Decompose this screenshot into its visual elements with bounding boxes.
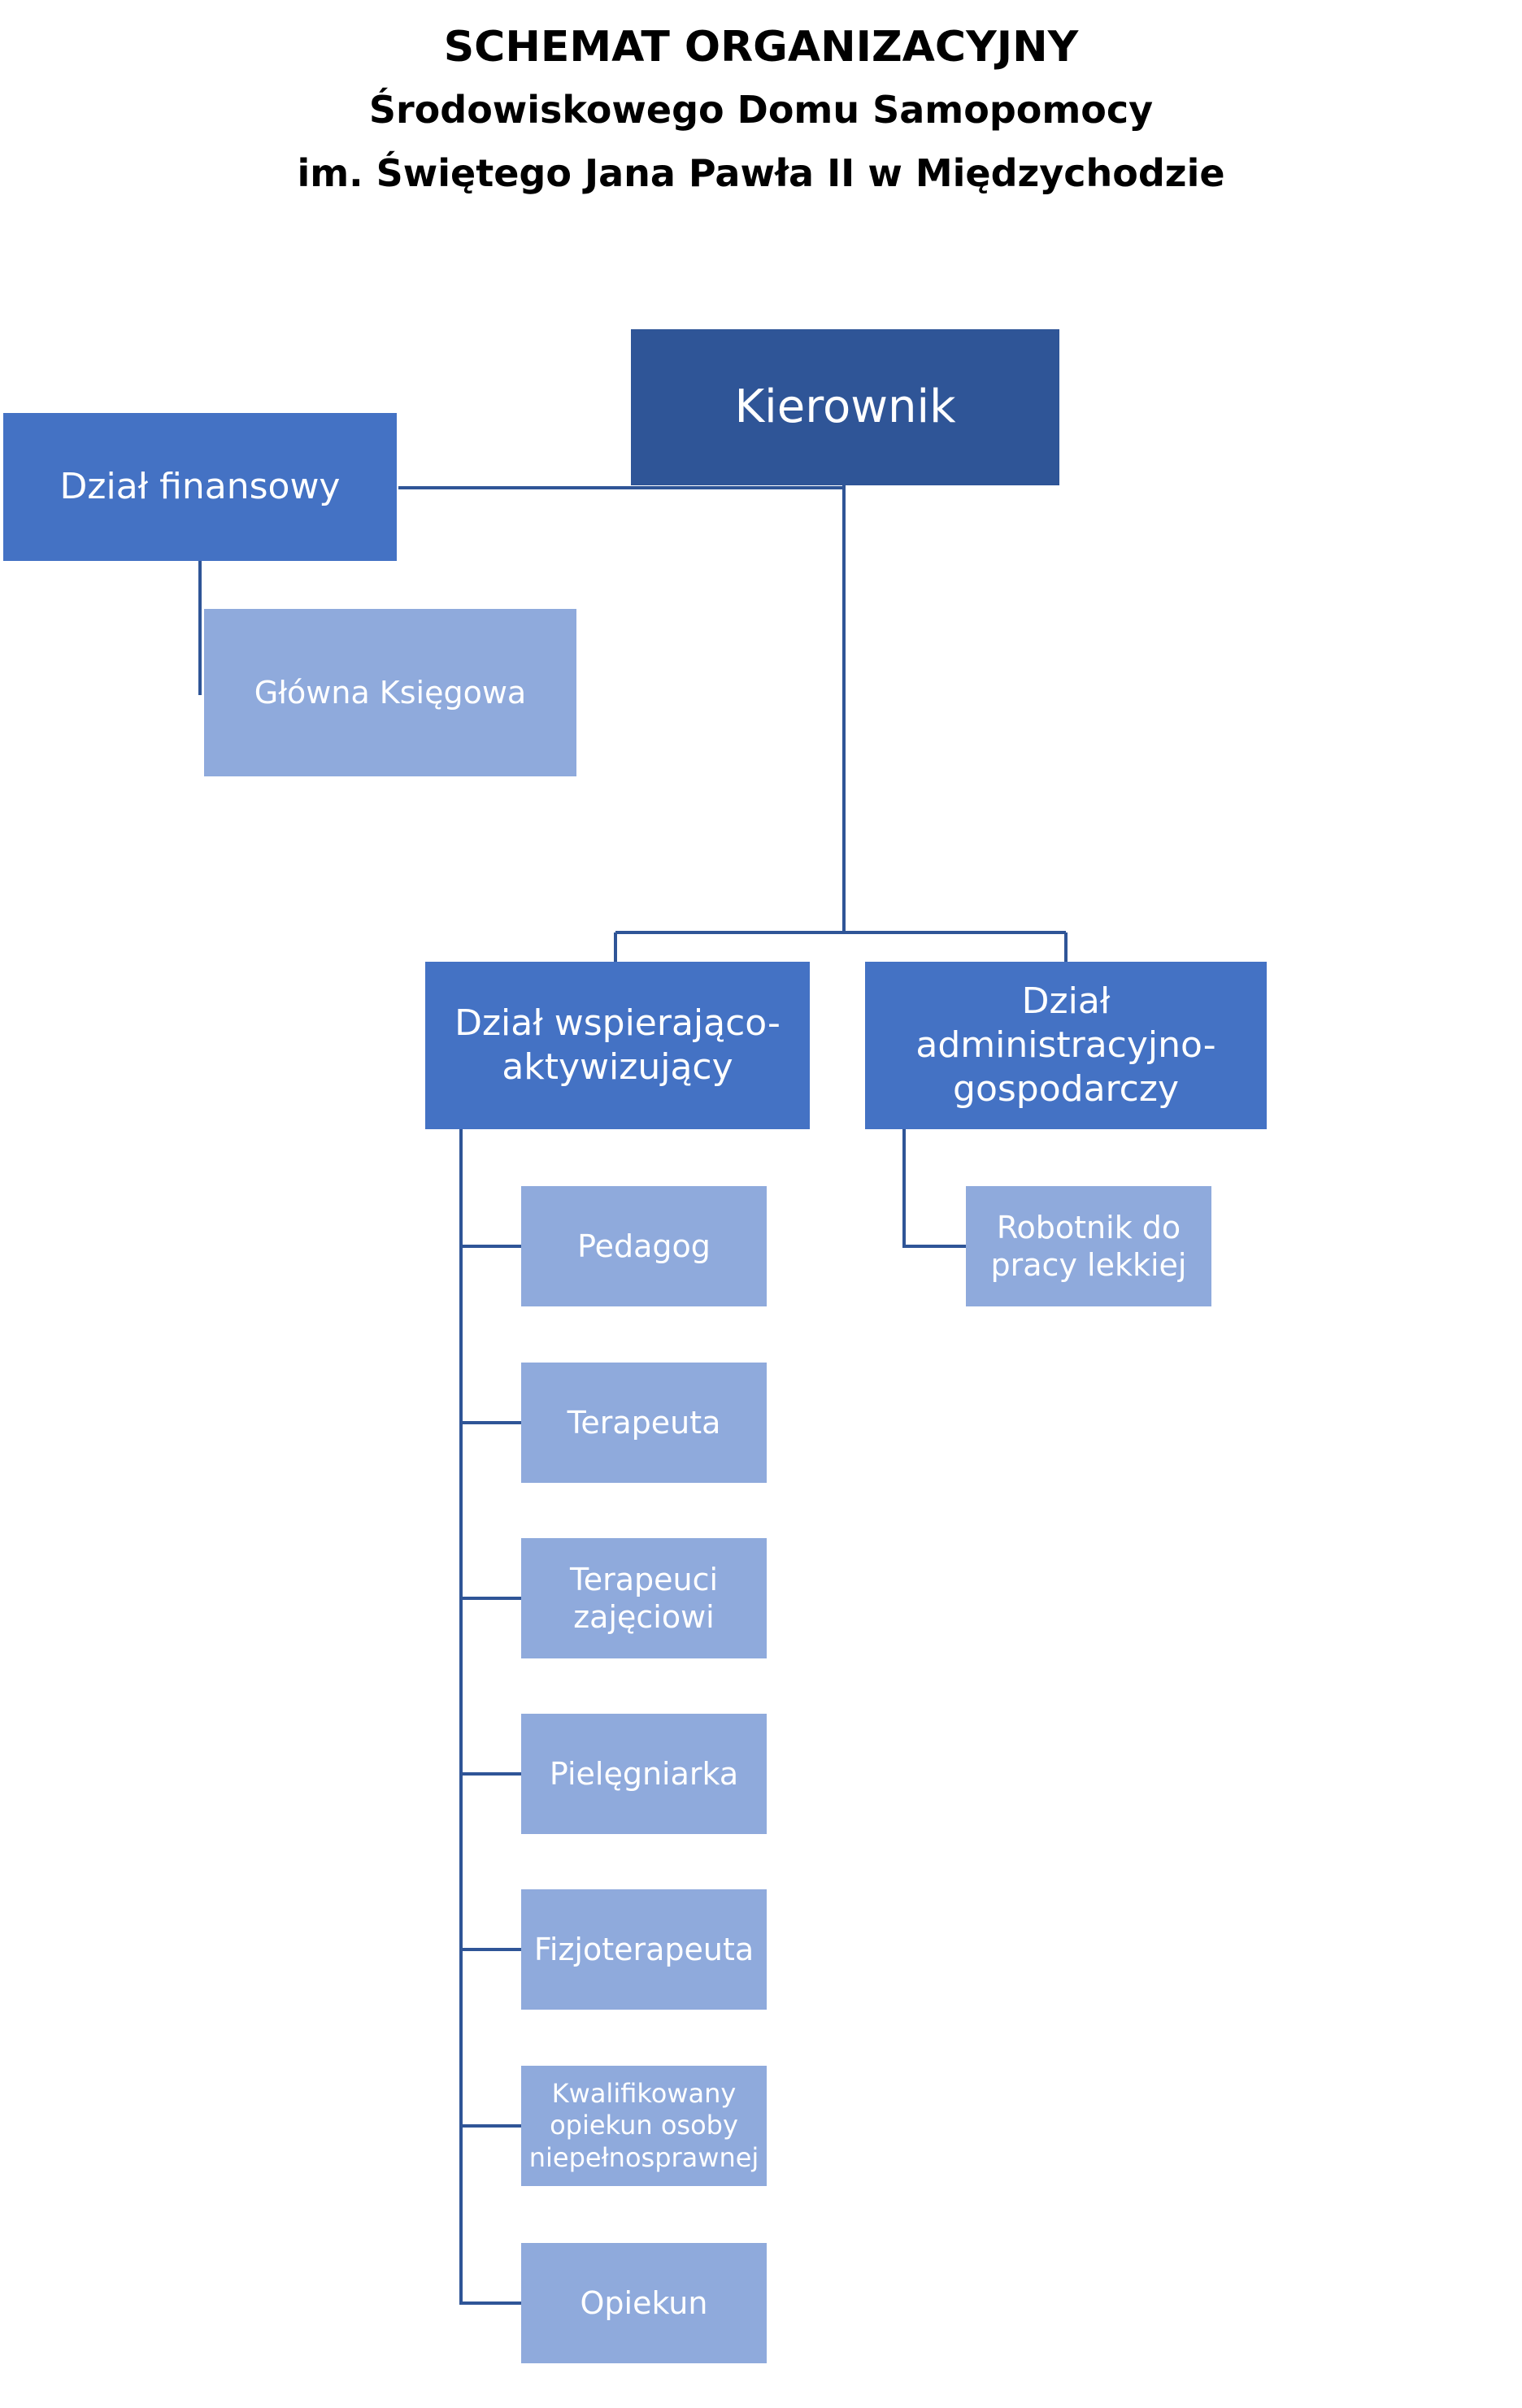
box-dzial-administracyjno-gospodarczy-label: Dział administracyjno-gospodarczy [915,980,1216,1110]
box-dzial-finansowy-label: Dział finansowy [59,466,341,508]
box-glowna-ksiegowa-label: Główna Księgowa [254,674,527,711]
box-kwalifikowany-opiekun-label: Kwalifikowany opiekun osoby niepełnospra… [528,2078,759,2173]
box-pedagog-label: Pedagog [577,1228,711,1264]
box-opiekun-label: Opiekun [580,2284,708,2321]
box-opiekun: Opiekun [521,2243,767,2363]
connector-support-spine [459,1129,521,2305]
box-dzial-finansowy: Dział finansowy [3,413,397,561]
box-glowna-ksiegowa: Główna Księgowa [204,609,576,776]
box-terapeuta-label: Terapeuta [567,1404,721,1441]
box-terapeuci-zajeciowi: Terapeuci zajęciowi [521,1538,767,1658]
box-pielegniarka: Pielęgniarka [521,1714,767,1834]
connector-admin-to-worker [902,1129,966,1248]
box-pedagog: Pedagog [521,1186,767,1306]
box-dzial-wspierajaco-aktywizujacy-label: Dział wspierająco-aktywizujący [454,1002,781,1088]
box-terapeuta: Terapeuta [521,1363,767,1483]
box-kierownik: Kierownik [631,329,1059,485]
chart-title: SCHEMAT ORGANIZACYJNY [443,23,1079,72]
box-robotnik-do-pracy-lekkiej-label: Robotnik do pracy lekkiej [990,1209,1187,1283]
connector-head-to-finance [398,485,846,489]
chart-subtitle-line-2: im. Świętego Jana Pawła II w Międzychodz… [297,151,1225,195]
chart-subtitle-line-1: Środowiskowego Domu Samopomocy [368,88,1154,132]
box-terapeuci-zajeciowi-label: Terapeuci zajęciowi [569,1561,719,1635]
box-kierownik-label: Kierownik [734,380,956,433]
box-fizjoterapeuta-label: Fizjoterapeuta [533,1931,754,1967]
box-kwalifikowany-opiekun: Kwalifikowany opiekun osoby niepełnospra… [521,2066,767,2186]
box-pielegniarka-label: Pielęgniarka [549,1755,739,1792]
box-robotnik-do-pracy-lekkiej: Robotnik do pracy lekkiej [966,1186,1211,1306]
box-dzial-administracyjno-gospodarczy: Dział administracyjno-gospodarczy [865,962,1267,1129]
box-fizjoterapeuta: Fizjoterapeuta [521,1889,767,2010]
box-dzial-wspierajaco-aktywizujacy: Dział wspierająco-aktywizujący [425,962,810,1129]
